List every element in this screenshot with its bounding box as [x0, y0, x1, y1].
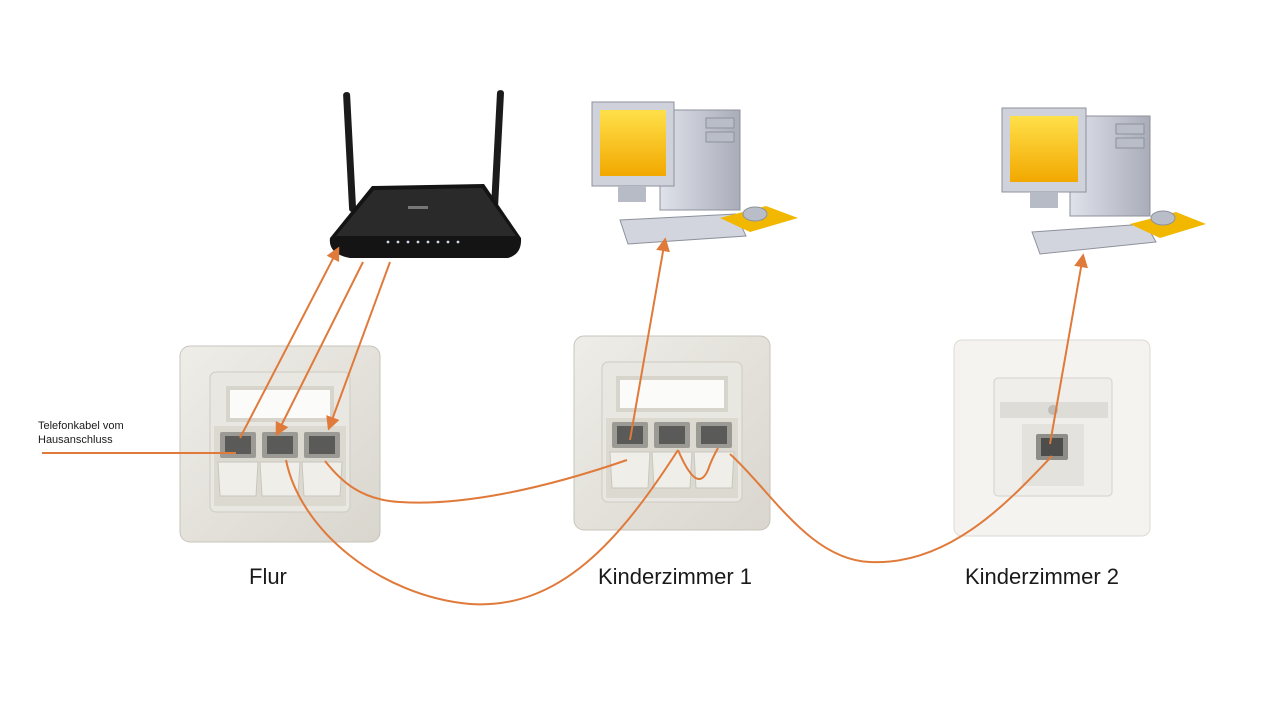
rj45-port-icon — [1036, 434, 1068, 460]
computer-icon — [1001, 107, 1206, 255]
cable-flur-to-router — [239, 246, 340, 439]
rj45-port-icon — [259, 432, 301, 497]
location-label-kinderzimmer2: Kinderzimmer 2 — [965, 564, 1120, 589]
cables — [42, 237, 1088, 606]
telefonkabel-label-line1: Telefonkabel vom — [38, 420, 124, 432]
cable-router-to-flur-2 — [275, 261, 364, 437]
rj45-port-icon — [217, 432, 259, 497]
rj45-port-icon — [693, 422, 735, 489]
cable-flur-to-kinderzimmer1 — [324, 459, 628, 504]
location-label-flur: Flur — [249, 564, 287, 589]
computer-icon — [591, 101, 798, 245]
telefonkabel-label: Telefonkabel vom Hausanschluss — [38, 419, 178, 447]
network-wall-socket-icon — [179, 345, 381, 543]
cable-flur-to-kinderzimmer1-b — [285, 449, 679, 606]
cable-router-to-flur-3 — [326, 261, 391, 431]
cable-kinderzimmer1-to-kinderzimmer2 — [729, 453, 1053, 564]
cable-kinderzimmer1-loop — [677, 447, 719, 481]
cable-kinderzimmer2-to-pc2 — [1049, 253, 1088, 445]
router-icon — [329, 90, 522, 258]
rj45-port-icon — [609, 422, 651, 489]
rj45-port-icon — [301, 432, 343, 497]
cable-kinderzimmer1-to-pc1 — [629, 237, 670, 441]
telefonkabel-label-line2: Hausanschluss — [38, 434, 113, 446]
location-label-kinderzimmer1: Kinderzimmer 1 — [598, 564, 753, 589]
network-wall-socket-icon — [573, 335, 771, 531]
